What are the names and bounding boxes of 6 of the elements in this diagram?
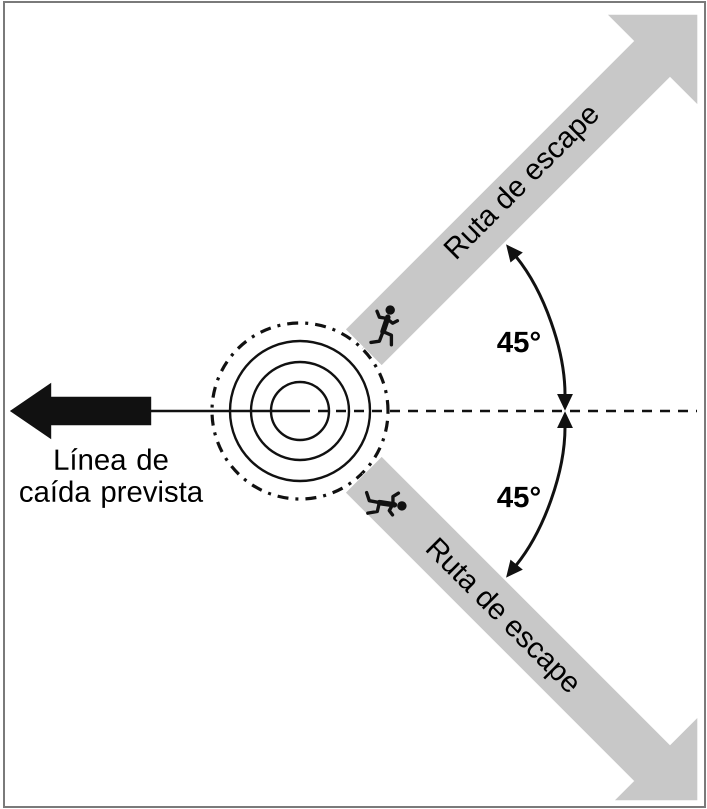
edge-label: Línea de caída prevista bbox=[15, 446, 207, 510]
dashed-circle bbox=[210, 321, 390, 501]
fall-arrow bbox=[10, 382, 232, 440]
tree-stump bbox=[228, 340, 372, 482]
angle-label: 45° bbox=[497, 486, 540, 508]
angle-label: 45° bbox=[497, 332, 540, 352]
